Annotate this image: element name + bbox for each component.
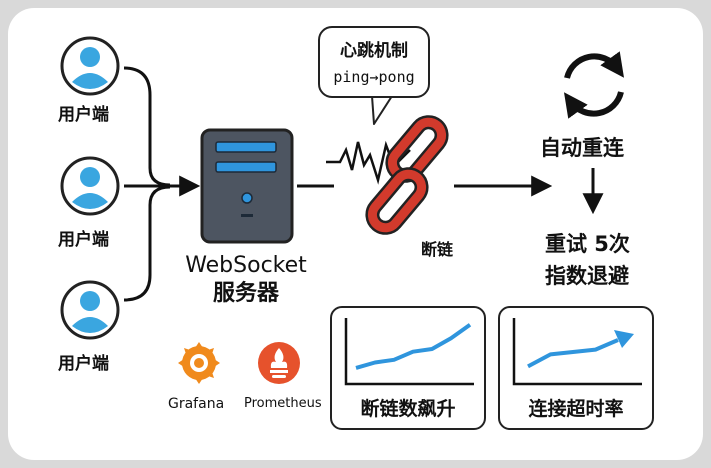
heartbeat-subtitle: ping→pong: [333, 68, 415, 86]
bracket-bottom: [123, 185, 171, 302]
server: [200, 128, 296, 250]
server-icon: [200, 128, 294, 244]
user-icon: [60, 280, 120, 340]
user-icon: [60, 156, 120, 216]
grafana-logo: [178, 342, 220, 384]
prometheus-logo: [258, 342, 300, 384]
grafana-label: Grafana: [168, 396, 225, 412]
metric-disconnect-spike: 断链数飙升: [330, 306, 486, 430]
metric-label: 连接超时率: [528, 398, 624, 420]
heartbeat-bubble: 心跳机制 ping→pong: [318, 26, 430, 98]
client-2: [58, 154, 122, 222]
trend-line: [527, 338, 619, 369]
client-3-label: 用户端: [58, 354, 109, 374]
client-2-label: 用户端: [58, 230, 109, 250]
disconnect: [356, 112, 460, 244]
metric-chart-1: [344, 318, 474, 386]
metric-connect-timeout: 连接超时率: [498, 306, 654, 430]
server-label-line1: WebSocket: [185, 253, 307, 278]
reconnect-label: 自动重连: [540, 136, 624, 160]
broken-chain-icon: [365, 115, 449, 235]
client-1-label: 用户端: [58, 105, 109, 125]
bracket-top: [123, 66, 171, 187]
client-3: [58, 278, 122, 346]
disconnect-label: 断链: [421, 240, 454, 259]
metric-label: 断链数飙升: [360, 398, 456, 420]
server-label-line2: 服务器: [212, 281, 279, 306]
prometheus-label: Prometheus: [244, 396, 322, 411]
grafana: [176, 340, 222, 390]
retry-line2: 指数退避: [545, 264, 629, 288]
client-1: [58, 34, 122, 102]
reconnect: [555, 48, 633, 126]
prometheus: [256, 340, 302, 390]
refresh-icon: [563, 51, 625, 119]
heartbeat-title: 心跳机制: [340, 41, 408, 61]
trend-arrowhead: [614, 330, 634, 348]
user-icon: [60, 36, 120, 96]
metric-chart-2: [512, 318, 642, 386]
trend-line: [355, 323, 472, 370]
retry-line1: 重试 5次: [545, 232, 630, 256]
